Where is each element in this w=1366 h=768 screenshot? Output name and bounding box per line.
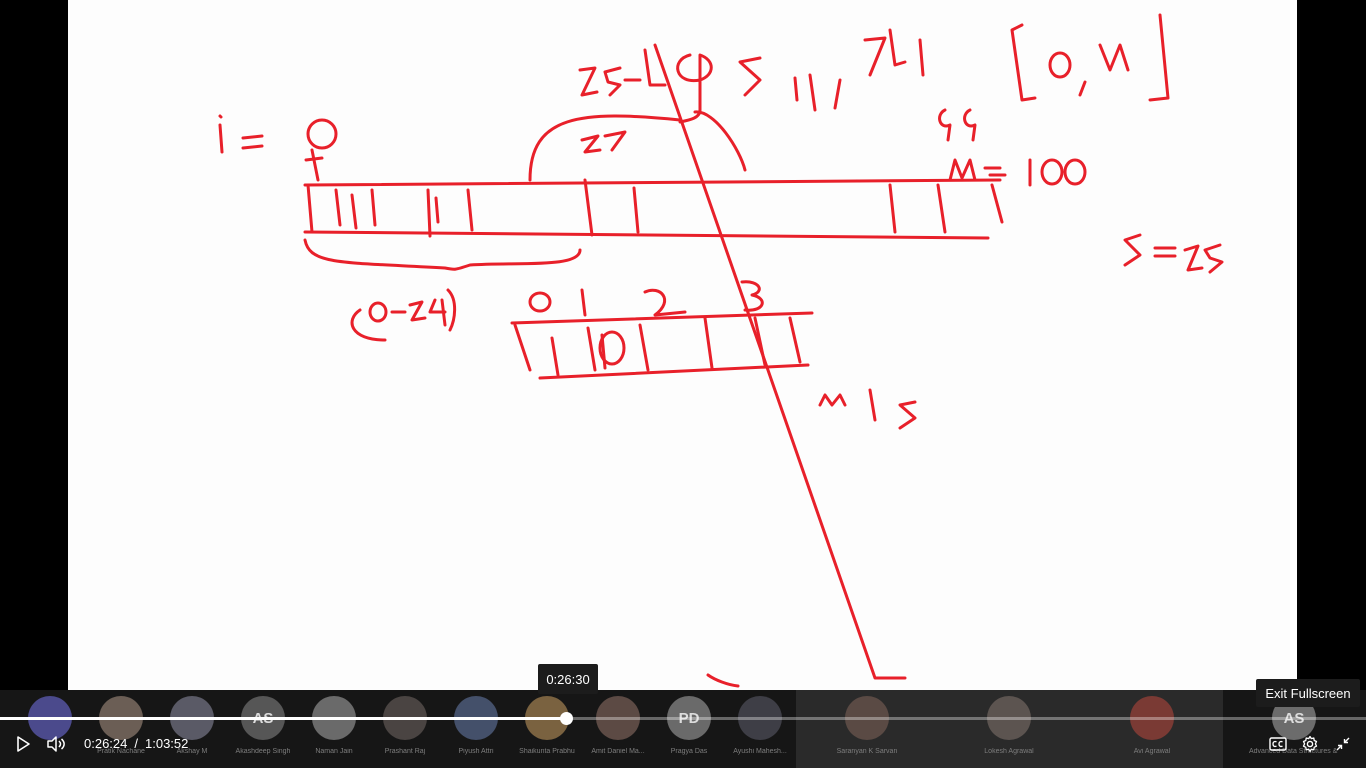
- participant-tile: PD Pragya Das: [657, 696, 721, 760]
- settings-button[interactable]: [1297, 731, 1323, 757]
- participant-avatar: [596, 696, 640, 740]
- seek-bar-progress: [0, 717, 566, 720]
- participant-name: Ayushi Mahesh...: [733, 748, 787, 755]
- participant-name: Saranyan K Sarvan: [836, 748, 898, 755]
- play-button[interactable]: [10, 731, 36, 757]
- participant-name: Amit Daniel Ma...: [591, 748, 645, 755]
- participant-avatar: PD: [667, 696, 711, 740]
- participant-name: Pragya Das: [670, 748, 708, 755]
- participant-name: Piyush Attri: [458, 748, 494, 755]
- participant-tile: Avi Agrawal: [1120, 696, 1184, 760]
- participant-tile: Lokesh Agrawal: [977, 696, 1041, 760]
- participant-tile: Piyush Attri: [444, 696, 508, 760]
- seek-hover-tooltip: 0:26:30: [538, 664, 598, 694]
- participant-tile: Prashant Raj: [373, 696, 437, 760]
- participant-tile: Shaikunta Prabhu: [515, 696, 579, 760]
- exit-fullscreen-button[interactable]: [1330, 731, 1356, 757]
- duration: 1:03:52: [145, 736, 189, 751]
- participant-tile: Saranyan K Sarvan: [835, 696, 899, 760]
- seek-bar[interactable]: [0, 712, 1366, 725]
- current-time: 0:26:24: [84, 736, 128, 751]
- closed-captions-icon: [1269, 737, 1287, 751]
- participant-name: Advanced Data Structures & Algos: [1249, 748, 1339, 755]
- participant-tile: Ayushi Mahesh...: [728, 696, 792, 760]
- time-display: 0:26:24 / 1:03:52: [84, 736, 188, 752]
- exit-fullscreen-icon: [1336, 737, 1350, 751]
- captions-button[interactable]: [1265, 731, 1291, 757]
- volume-icon: [47, 736, 65, 752]
- participant-avatar: [845, 696, 889, 740]
- time-separator: /: [134, 736, 138, 751]
- participant-name: Lokesh Agrawal: [984, 748, 1034, 755]
- participant-avatar: [738, 696, 782, 740]
- handwriting-canvas: [218, 13, 1224, 688]
- participant-name: Pratik Nachane: [97, 748, 145, 755]
- participant-name: Prashant Raj: [384, 748, 426, 755]
- volume-button[interactable]: [43, 731, 69, 757]
- participant-avatar: [987, 696, 1031, 740]
- participant-tile: Amit Daniel Ma...: [586, 696, 650, 760]
- gear-icon: [1302, 735, 1318, 753]
- participant-name: Akshay M: [176, 748, 208, 755]
- seek-bar-thumb[interactable]: [559, 712, 573, 725]
- participant-name: Naman Jain: [315, 748, 353, 755]
- participant-name: Avi Agrawal: [1133, 748, 1171, 755]
- whiteboard-frame: [68, 0, 1297, 690]
- participant-name: Akashdeep Singh: [235, 748, 291, 755]
- participant-tile: Naman Jain: [302, 696, 366, 760]
- play-icon: [17, 736, 30, 752]
- fullscreen-tooltip: Exit Fullscreen: [1256, 679, 1360, 707]
- participant-name: Shaikunta Prabhu: [519, 748, 575, 755]
- participant-avatar: [1130, 696, 1174, 740]
